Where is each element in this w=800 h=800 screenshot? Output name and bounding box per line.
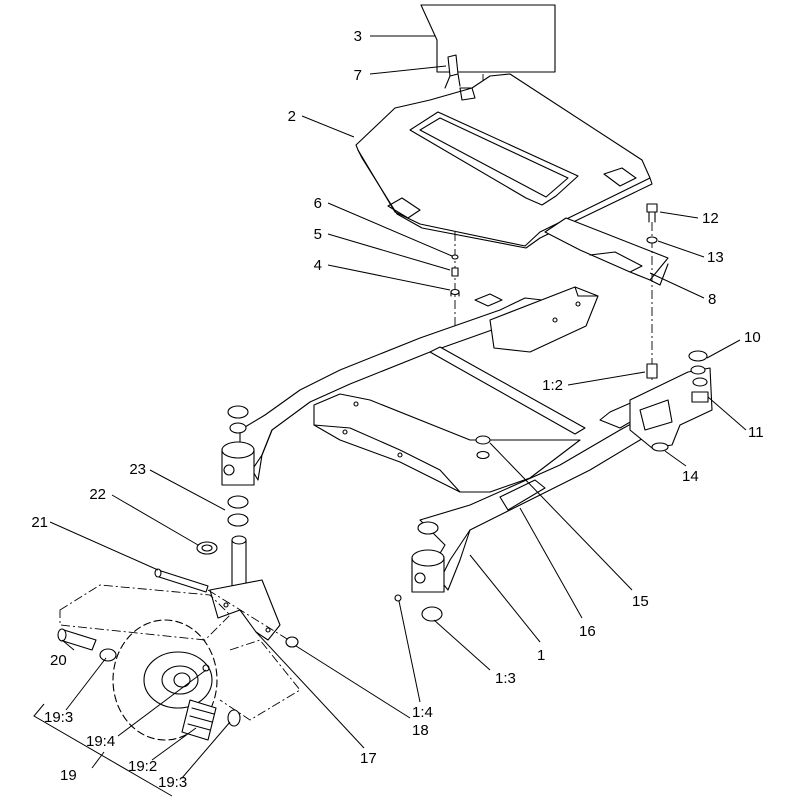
callout-6: 6 xyxy=(314,195,322,212)
washers-part-15 xyxy=(475,435,491,460)
grease-fitting-part-1-4 xyxy=(394,594,402,602)
callout-20: 20 xyxy=(50,652,67,669)
callout-21: 21 xyxy=(31,514,48,531)
axle-bolt-part-21 xyxy=(154,568,209,593)
callout-3: 3 xyxy=(354,28,362,45)
spacer-part-20 xyxy=(57,628,97,651)
callout-4: 4 xyxy=(314,257,322,274)
callout-19-2: 19:2 xyxy=(128,758,157,775)
callout-19-3-b: 19:3 xyxy=(158,774,187,791)
callout-17: 17 xyxy=(360,750,377,767)
clip-part-7 xyxy=(444,54,461,89)
bracket-part-8 xyxy=(544,217,669,286)
nut-part-18 xyxy=(285,636,299,648)
hardware-stack-4-5-6 xyxy=(450,254,460,297)
washer-part-13 xyxy=(646,236,658,244)
callout-15: 15 xyxy=(632,593,649,610)
caster-housing-left xyxy=(221,405,255,527)
callout-10: 10 xyxy=(744,329,761,346)
bushing-part-1-2 xyxy=(646,363,658,379)
callout-1-4: 1:4 xyxy=(412,704,433,721)
callout-19-3-a: 19:3 xyxy=(44,709,73,726)
callout-2: 2 xyxy=(288,108,296,125)
callout-7: 7 xyxy=(354,67,362,84)
wheel-envelope xyxy=(59,584,231,641)
callout-8: 8 xyxy=(708,291,716,308)
callout-1-2: 1:2 xyxy=(542,377,563,394)
callout-13: 13 xyxy=(707,249,724,266)
wheel-envelope xyxy=(219,639,301,721)
main-frame-part-1 xyxy=(239,286,691,591)
side-bracket-part-10 xyxy=(629,350,713,449)
wheel-assembly-part-19 xyxy=(99,619,241,741)
decal-part-3 xyxy=(420,4,556,73)
callout-5: 5 xyxy=(314,226,322,243)
callout-1-3: 1:3 xyxy=(495,670,516,687)
callout-18: 18 xyxy=(412,722,429,739)
callout-16: 16 xyxy=(579,623,596,640)
callout-23: 23 xyxy=(129,461,146,478)
leader-lines xyxy=(33,35,747,797)
ring-part-22 xyxy=(196,541,218,555)
caster-housing-right xyxy=(411,521,445,622)
callout-19-4: 19:4 xyxy=(86,733,115,750)
caster-fork-part-17 xyxy=(209,535,281,641)
callout-11: 11 xyxy=(748,424,764,441)
seat-plate-part-2 xyxy=(355,73,653,249)
callout-22: 22 xyxy=(89,486,106,503)
callout-14: 14 xyxy=(682,468,699,485)
callout-12: 12 xyxy=(702,210,719,227)
callout-labels: 3 7 2 6 5 4 12 13 8 10 1:2 11 14 23 22 2… xyxy=(31,28,763,791)
callout-19: 19 xyxy=(60,767,77,784)
callout-1: 1 xyxy=(537,647,545,664)
bolt-part-12 xyxy=(646,203,658,223)
oring-part-14 xyxy=(651,442,669,452)
